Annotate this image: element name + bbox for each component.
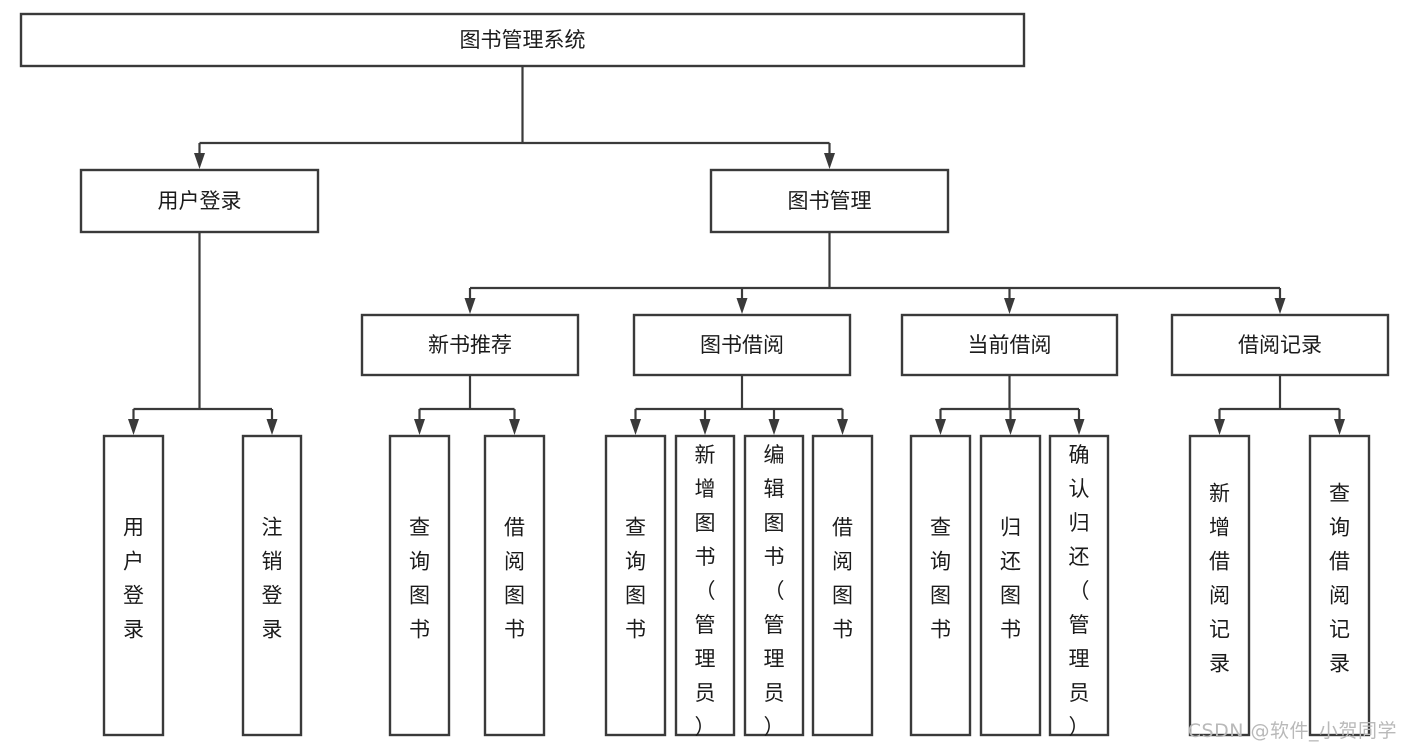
node-label: 归还图书 xyxy=(1000,516,1021,642)
node-current-borrow[interactable]: 当前借阅 xyxy=(900,313,1119,377)
node-label: 借阅图书 xyxy=(832,516,853,642)
connector-group-borrow-record xyxy=(1214,375,1345,435)
node-label: 新增图书（管理员） xyxy=(695,443,716,739)
arrow-head-icon xyxy=(699,419,711,435)
node-box[interactable] xyxy=(909,434,972,737)
csdn-watermark: CSDN @软件_小贺同学 xyxy=(1187,720,1397,742)
node-book-manage[interactable]: 图书管理 xyxy=(709,168,950,234)
node-label: 查询图书 xyxy=(409,516,430,642)
arrow-head-icon xyxy=(1073,419,1085,435)
arrow-head-icon xyxy=(509,419,520,435)
node-label: 用户登录 xyxy=(123,516,144,642)
node-leaf-query-book-3[interactable]: 查询图书 xyxy=(909,434,972,737)
arrow-head-icon xyxy=(414,419,425,435)
node-label: 借阅记录 xyxy=(1238,333,1322,357)
node-box[interactable] xyxy=(709,168,950,234)
arrow-head-icon xyxy=(194,153,205,169)
node-label: 新增借阅记录 xyxy=(1209,482,1230,676)
node-label: 图书借阅 xyxy=(700,333,784,357)
node-box[interactable] xyxy=(674,434,736,737)
node-new-book-recommend[interactable]: 新书推荐 xyxy=(360,313,580,377)
node-root[interactable]: 图书管理系统 xyxy=(19,12,1026,68)
arrow-head-icon xyxy=(1004,298,1015,314)
arrow-head-icon xyxy=(266,419,278,435)
node-box[interactable] xyxy=(1170,313,1390,377)
connector-group-book-borrow xyxy=(630,375,848,435)
connector-group-current-borrow xyxy=(935,375,1085,435)
node-book-borrow[interactable]: 图书借阅 xyxy=(632,313,852,377)
arrow-head-icon xyxy=(464,298,476,314)
node-box[interactable] xyxy=(360,313,580,377)
node-box[interactable] xyxy=(811,434,874,737)
node-leaf-user-login[interactable]: 用户登录 xyxy=(102,434,165,737)
node-box[interactable] xyxy=(979,434,1042,737)
connector-group-user-login xyxy=(128,232,278,435)
node-label: 编辑图书（管理员） xyxy=(764,443,785,739)
node-box[interactable] xyxy=(19,12,1026,68)
node-leaf-confirm-return-admin[interactable]: 确认归还（管理员） xyxy=(1048,434,1110,739)
connector-group-book-manage xyxy=(464,232,1286,314)
node-label: 确认归还（管理员） xyxy=(1069,443,1090,739)
node-box[interactable] xyxy=(483,434,546,737)
arrow-head-icon xyxy=(630,419,641,435)
arrow-head-icon xyxy=(1214,419,1225,435)
node-leaf-logout-login[interactable]: 注销登录 xyxy=(241,434,303,737)
node-label: 新书推荐 xyxy=(428,333,512,357)
node-borrow-record[interactable]: 借阅记录 xyxy=(1170,313,1390,377)
node-box[interactable] xyxy=(388,434,451,737)
node-label: 当前借阅 xyxy=(968,333,1052,357)
node-box[interactable] xyxy=(900,313,1119,377)
node-box[interactable] xyxy=(1308,434,1371,737)
connector-group-new-book-recommend xyxy=(414,375,520,435)
node-label: 图书管理 xyxy=(788,189,872,213)
node-leaf-query-book-2[interactable]: 查询图书 xyxy=(604,434,667,737)
node-label: 图书管理系统 xyxy=(460,28,586,52)
node-box[interactable] xyxy=(1188,434,1251,737)
arrow-head-icon xyxy=(1334,419,1345,435)
arrow-head-icon xyxy=(837,419,848,435)
node-leaf-add-borrow-record[interactable]: 新增借阅记录 xyxy=(1188,434,1251,737)
node-user-login[interactable]: 用户登录 xyxy=(79,168,320,234)
connector-group-root xyxy=(194,66,835,169)
arrow-head-icon xyxy=(736,298,748,314)
node-label: 查询借阅记录 xyxy=(1329,482,1350,676)
node-leaf-query-borrow-record[interactable]: 查询借阅记录 xyxy=(1308,434,1371,737)
node-label: 借阅图书 xyxy=(504,516,525,642)
node-label: 用户登录 xyxy=(158,189,242,213)
node-box[interactable] xyxy=(632,313,852,377)
node-label: 查询图书 xyxy=(625,516,646,642)
arrow-head-icon xyxy=(768,419,780,435)
node-box[interactable] xyxy=(1048,434,1110,737)
arrow-head-icon xyxy=(1005,419,1016,435)
node-leaf-borrow-book-2[interactable]: 借阅图书 xyxy=(811,434,874,737)
arrow-head-icon xyxy=(1274,298,1286,314)
node-layer: 图书管理系统用户登录图书管理新书推荐图书借阅当前借阅借阅记录用户登录注销登录查询… xyxy=(19,12,1390,739)
connector-layer xyxy=(128,66,1345,435)
node-leaf-query-book-1[interactable]: 查询图书 xyxy=(388,434,451,737)
node-box[interactable] xyxy=(604,434,667,737)
arrow-head-icon xyxy=(824,153,835,169)
node-box[interactable] xyxy=(241,434,303,737)
arrow-head-icon xyxy=(128,419,139,435)
node-leaf-return-book[interactable]: 归还图书 xyxy=(979,434,1042,737)
arrow-head-icon xyxy=(935,419,946,435)
node-box[interactable] xyxy=(102,434,165,737)
node-label: 注销登录 xyxy=(262,516,283,642)
node-leaf-add-book-admin[interactable]: 新增图书（管理员） xyxy=(674,434,736,739)
node-leaf-edit-book-admin[interactable]: 编辑图书（管理员） xyxy=(743,434,805,739)
node-box[interactable] xyxy=(743,434,805,737)
node-box[interactable] xyxy=(79,168,320,234)
node-label: 查询图书 xyxy=(930,516,951,642)
node-leaf-borrow-book-1[interactable]: 借阅图书 xyxy=(483,434,546,737)
